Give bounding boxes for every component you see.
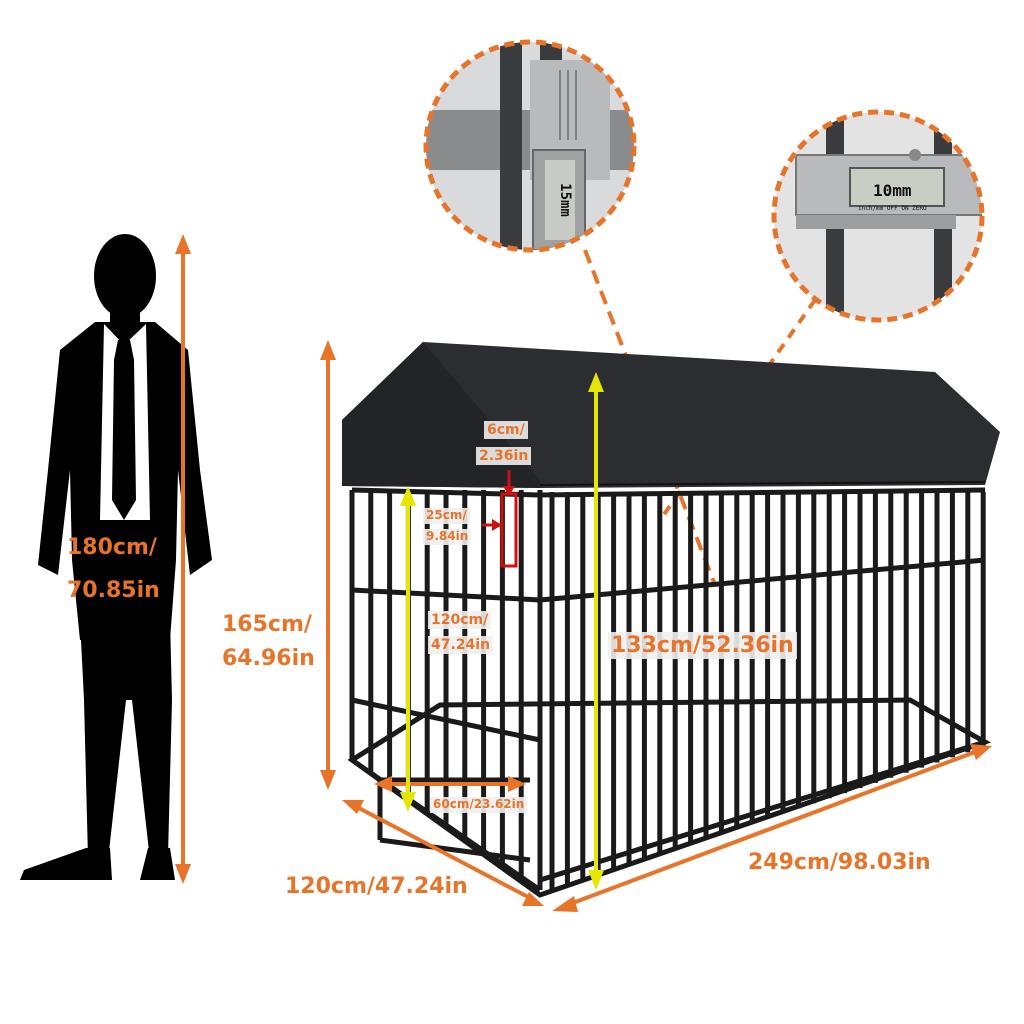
- door-height-cm-label: 120cm/: [428, 611, 492, 630]
- kennel-height-cm-label: 165cm/: [222, 612, 312, 637]
- caliper-left-photo: [426, 42, 634, 250]
- person-height-in-label: 70.85in: [67, 578, 160, 603]
- door-width-label: 60cm/23.62in: [430, 797, 528, 813]
- person-height-cm-label: 180cm/: [67, 535, 157, 560]
- latch-length-in-label: 9.84in: [423, 529, 472, 545]
- length-label: 249cm/98.03in: [748, 850, 931, 875]
- caliper-right-buttons: inch/mm OFF ON ZERO: [858, 205, 927, 212]
- latch-gap-in-label: 2.36in: [476, 447, 532, 466]
- wall-height-label: 133cm/52.36in: [608, 632, 797, 660]
- caliper-right-reading: 10mm: [873, 181, 912, 200]
- latch-length-cm-label: 25cm/: [423, 508, 470, 524]
- width-label: 120cm/47.24in: [285, 874, 468, 899]
- door-height-in-label: 47.24in: [428, 636, 494, 655]
- latch-gap-cm-label: 6cm/: [484, 421, 528, 440]
- caliper-right-photo: [774, 112, 982, 320]
- kennel-height-in-label: 64.96in: [222, 646, 315, 671]
